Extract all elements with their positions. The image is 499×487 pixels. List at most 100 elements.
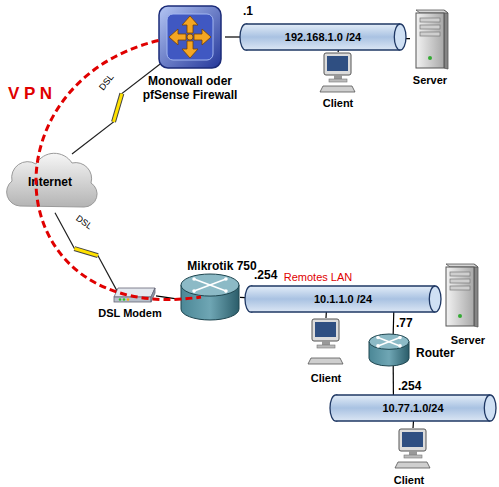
firewall-icon-part — [169, 16, 211, 58]
client-icon-part — [322, 341, 330, 345]
server-icon-part — [458, 314, 462, 318]
node-label: Router — [416, 347, 455, 361]
network-link — [393, 366, 394, 395]
firewall-icon: Monowall oder pfSense Firewall — [155, 2, 225, 72]
firewall-icon-part — [182, 16, 198, 33]
client-pc: Client — [395, 428, 431, 470]
node-label: Remotes LAN — [284, 271, 352, 284]
router-icon-part — [192, 277, 228, 293]
link-line — [412, 421, 414, 428]
router-icon-part — [376, 336, 380, 340]
router-icon-part — [192, 277, 196, 281]
server-tower: Server — [440, 262, 480, 328]
client-icon-part — [324, 53, 351, 75]
node-label: Client — [323, 97, 354, 110]
network-segment: 10.77.1.0/24 — [330, 395, 496, 421]
router-icon-part — [194, 279, 226, 291]
mikrotik-router: Mikrotik 750 — [180, 274, 240, 320]
lightning-bolt — [74, 249, 97, 256]
router-icon-part — [378, 337, 400, 345]
router-icon-part — [194, 279, 226, 291]
network-link — [413, 421, 414, 428]
node-label: Server — [413, 74, 447, 87]
server-icon-part — [420, 25, 440, 29]
server-icon-part — [444, 10, 448, 69]
server-icon-part — [450, 286, 470, 290]
client-icon-part — [315, 322, 336, 337]
client-icon-part — [327, 56, 348, 71]
network-link — [326, 312, 327, 318]
node-label: Client — [394, 474, 425, 487]
network-link — [240, 297, 245, 298]
client-icon — [395, 428, 431, 470]
client-icon-part — [399, 429, 426, 451]
firewall-icon-part — [182, 41, 198, 58]
client-icon-part — [334, 75, 342, 79]
modem-icon-part — [151, 288, 155, 302]
server-icon-part — [420, 18, 440, 22]
firewall-icon-part — [159, 6, 221, 68]
client-icon-part — [329, 79, 347, 82]
link-line — [393, 366, 394, 395]
router-icon-part — [378, 337, 400, 345]
server-icon-part — [474, 264, 478, 327]
node-label: Internet — [0, 150, 100, 216]
router-icon-part — [369, 334, 409, 349]
firewall-icon-part — [187, 34, 193, 40]
router-icon — [180, 274, 240, 320]
node-label: 192.168.1.0 /24 — [240, 24, 406, 50]
dsl-link — [55, 213, 117, 292]
client-pc: Client — [308, 318, 344, 366]
router-icon-part — [398, 336, 402, 340]
modem-icon-part — [123, 298, 125, 300]
node-label: Client — [311, 372, 342, 385]
internet-cloud: Internet — [0, 150, 100, 216]
interface-address: .1 — [243, 4, 253, 18]
interface-address: .254 — [398, 379, 421, 393]
interface-address: .77 — [396, 316, 413, 330]
link-label: DSL — [97, 72, 116, 92]
router-icon-part — [224, 289, 228, 293]
vpn-curve — [36, 41, 201, 300]
node-label: 10.77.1.0/24 — [330, 395, 496, 421]
lightning-outline — [74, 249, 97, 256]
server-icon-part — [428, 56, 432, 60]
network-segment: Remotes LAN10.1.1.0 /24 — [245, 286, 441, 312]
modem-icon-part — [114, 288, 155, 297]
router-icon-part — [376, 344, 380, 348]
modem-icon — [112, 286, 156, 304]
link-line — [55, 213, 117, 292]
client-icon-part — [395, 462, 430, 468]
firewall-icon-part — [194, 29, 211, 45]
network-segment: 192.168.1.0 /24 — [240, 24, 406, 50]
tube-icon-part — [394, 24, 406, 50]
router-icon — [368, 334, 410, 366]
network-link — [393, 312, 395, 334]
interface-address: .254 — [254, 268, 277, 282]
tube-icon-part — [484, 395, 496, 421]
network-link — [225, 37, 240, 38]
lightning-outline — [114, 94, 122, 122]
firewall-icon — [155, 2, 225, 72]
server-icon-part — [416, 13, 444, 68]
firewall-icon-part — [167, 14, 213, 60]
node-label: Monowall oder pfSense Firewall — [131, 75, 249, 103]
node-label: Mikrotik 750 — [187, 260, 256, 274]
client-pc: Client — [320, 52, 356, 94]
server-icon-part — [420, 32, 440, 36]
modem-icon-part — [114, 297, 151, 302]
client-icon-part — [402, 432, 423, 447]
client-icon — [320, 52, 356, 94]
client-icon-part — [317, 345, 335, 348]
link-label: DSL — [74, 213, 94, 231]
link-line — [393, 312, 395, 334]
tube-icon-part — [429, 286, 441, 312]
router-icon-part — [181, 274, 239, 296]
router-icon: Router — [368, 334, 410, 366]
router-icon-part — [194, 279, 226, 291]
client-icon — [308, 318, 344, 366]
router-icon-part — [376, 336, 402, 348]
link-line — [240, 297, 245, 298]
